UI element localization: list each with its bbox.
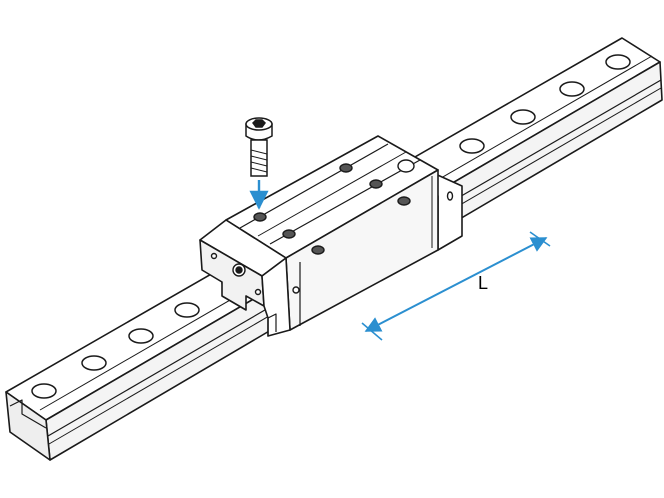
block-hole bbox=[311, 245, 325, 255]
cap-screw bbox=[245, 117, 273, 177]
rail-hole bbox=[81, 355, 107, 371]
rail-hole bbox=[510, 109, 536, 125]
rail-hole bbox=[31, 383, 57, 399]
rail-hole bbox=[605, 54, 631, 70]
block-hole bbox=[282, 229, 296, 239]
carriage-block bbox=[199, 135, 463, 337]
block-fasteners bbox=[210, 159, 454, 296]
length-dimension bbox=[361, 231, 551, 341]
top-cap-hole bbox=[397, 159, 415, 173]
rail-end-face bbox=[5, 391, 51, 461]
end-screw bbox=[254, 288, 262, 296]
rail-hole bbox=[174, 302, 200, 318]
hex-socket bbox=[252, 119, 266, 128]
dimension-tick-right bbox=[529, 231, 551, 247]
dimension-arrow bbox=[364, 237, 548, 332]
seal-screw bbox=[292, 286, 300, 294]
rail-hole bbox=[459, 138, 485, 154]
block-hole bbox=[253, 212, 267, 222]
rail-hole bbox=[559, 81, 585, 97]
block-hole bbox=[339, 163, 353, 173]
rail-hole bbox=[128, 328, 154, 344]
block-hole bbox=[369, 179, 383, 189]
side-cap-hole bbox=[446, 191, 454, 201]
dimension-tick-left bbox=[361, 322, 383, 341]
block-hole bbox=[397, 196, 411, 206]
grease-nipple-inner bbox=[235, 266, 243, 274]
end-screw bbox=[210, 252, 218, 260]
dimension-label-l: L bbox=[478, 273, 489, 293]
